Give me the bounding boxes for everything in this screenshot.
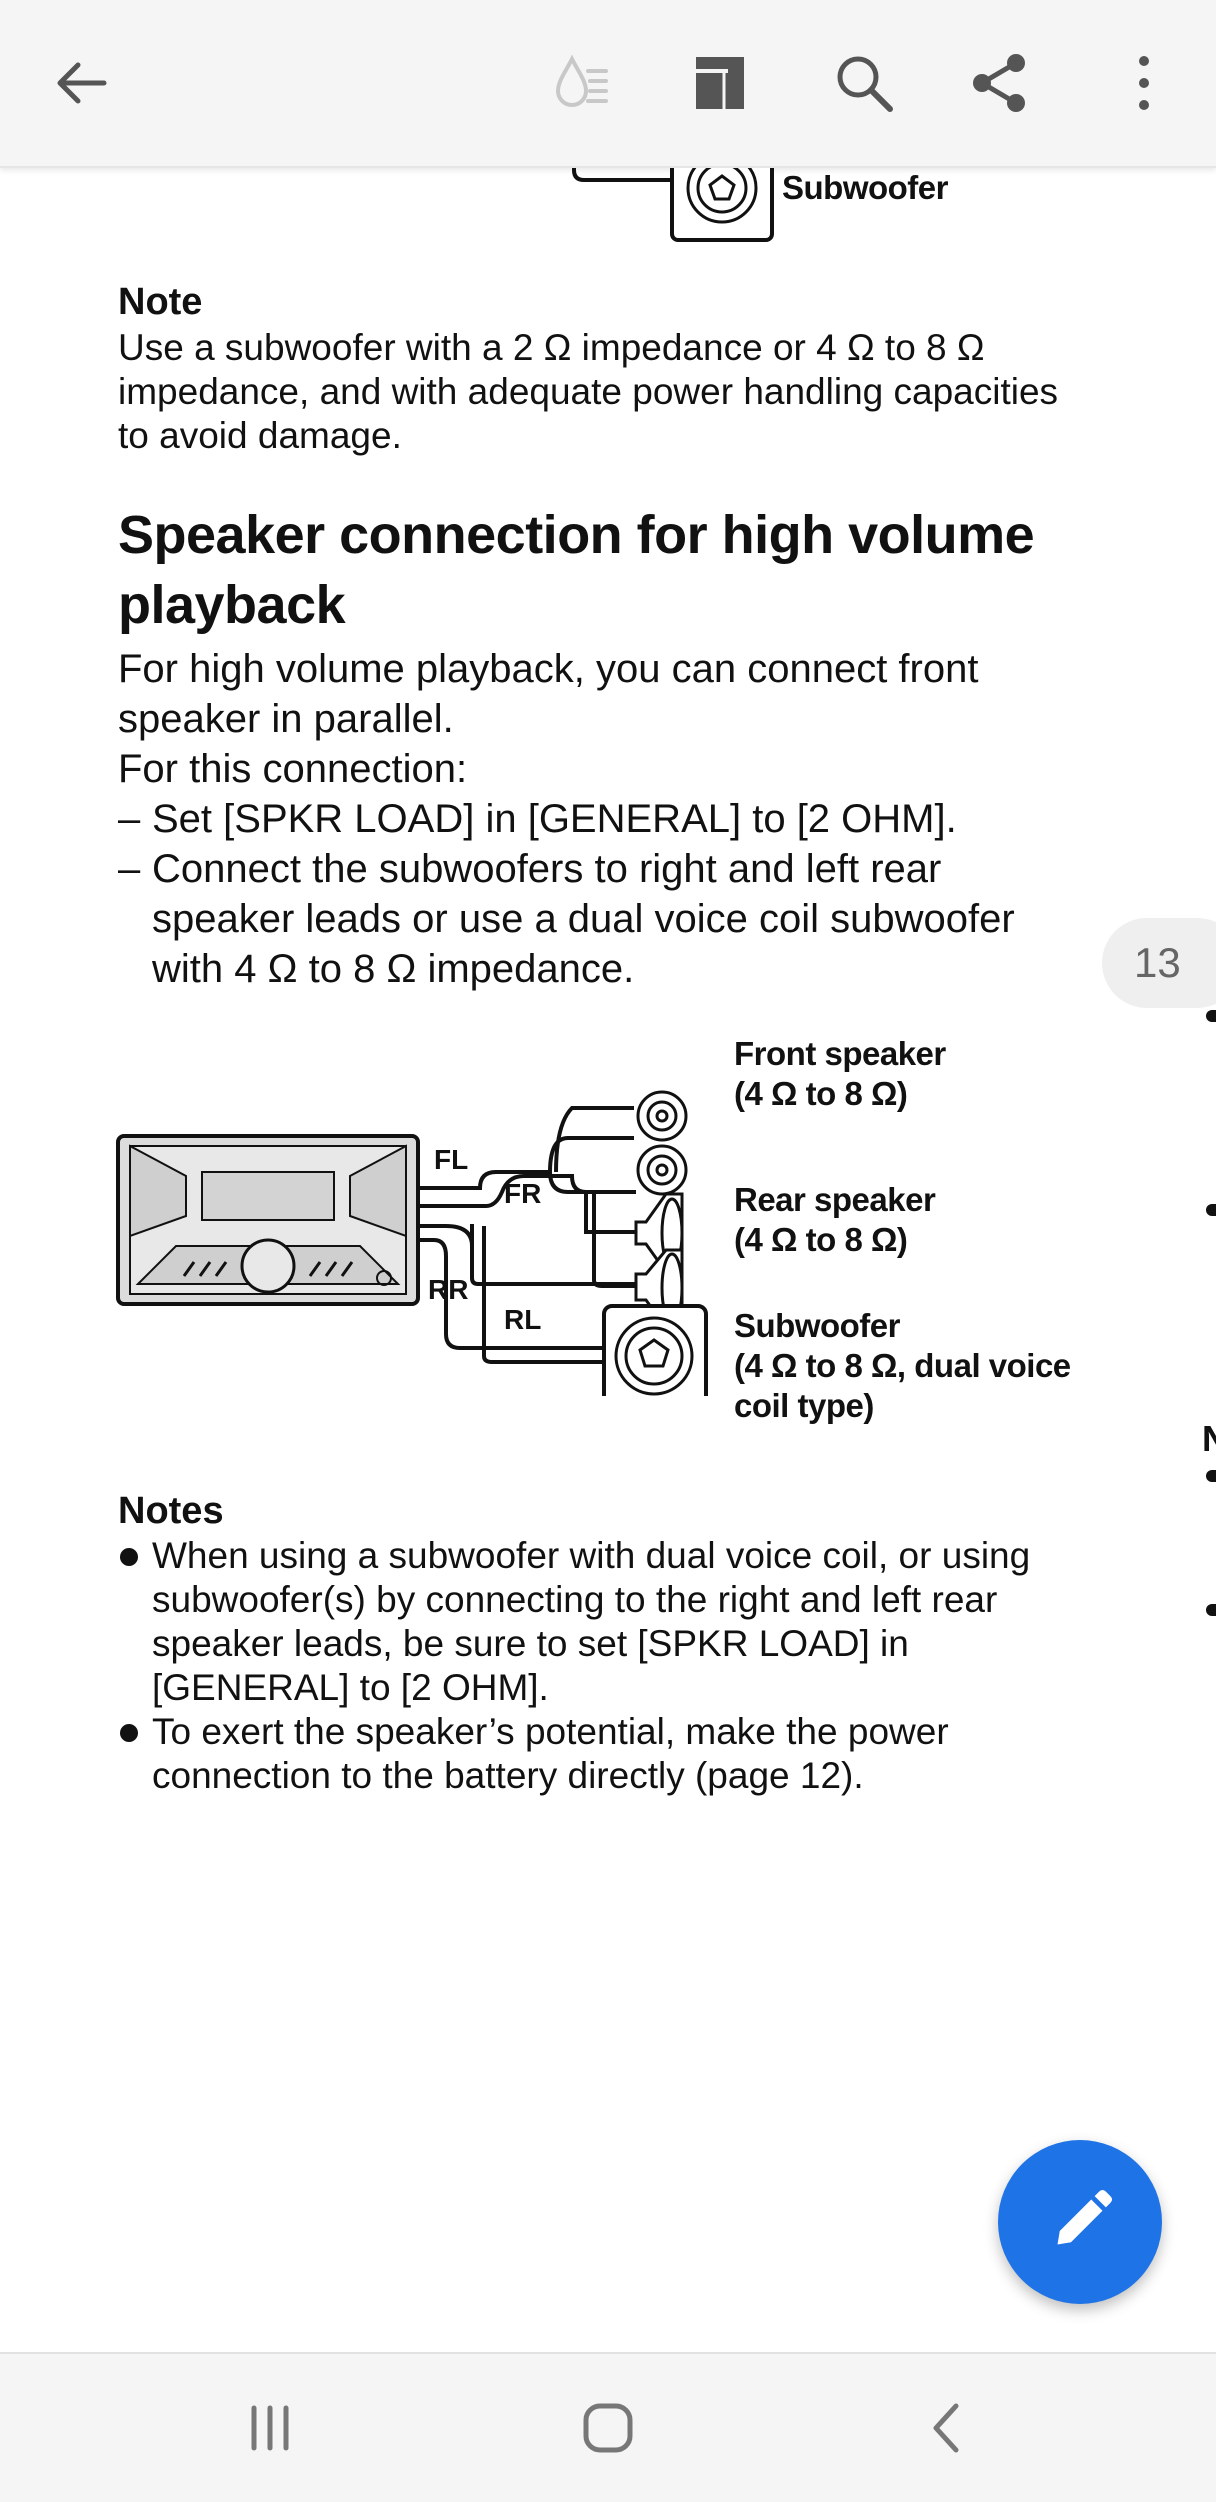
system-navigation-bar bbox=[0, 2352, 1216, 2502]
home-icon bbox=[583, 2403, 633, 2453]
note-item-text: To exert the speaker’s potential, make t… bbox=[152, 1711, 949, 1796]
wire-label-rr: RR bbox=[428, 1274, 469, 1305]
arrow-left-icon bbox=[57, 62, 107, 104]
reading-mode-icon bbox=[555, 54, 608, 107]
note-text: Use a subwoofer with a 2 Ω impedance or … bbox=[118, 327, 1059, 456]
next-page-bullet bbox=[1206, 1010, 1216, 1022]
note-heading: Note bbox=[118, 281, 203, 323]
edit-fab-button[interactable] bbox=[998, 2140, 1162, 2304]
back-chevron-icon bbox=[933, 2403, 959, 2453]
more-options-button[interactable] bbox=[1094, 33, 1194, 133]
dash-marker: – bbox=[118, 797, 141, 841]
wire-label-fl: FL bbox=[434, 1144, 469, 1175]
note-item-text: When using a subwoofer with dual voice c… bbox=[152, 1535, 1031, 1708]
subwoofer-diagram-top bbox=[572, 168, 774, 242]
rear-speaker-label-line1: Rear speaker bbox=[734, 1181, 936, 1218]
search-button[interactable] bbox=[814, 33, 914, 133]
recent-apps-button[interactable] bbox=[210, 2368, 330, 2488]
next-page-bullet bbox=[1206, 1470, 1216, 1482]
home-button[interactable] bbox=[548, 2368, 668, 2488]
next-page-bullet bbox=[1206, 1604, 1216, 1616]
next-page-bullet bbox=[1206, 1204, 1216, 1216]
subwoofer-label-line2: (4 Ω to 8 Ω, dual voice bbox=[734, 1347, 1071, 1384]
search-icon bbox=[837, 56, 893, 112]
section-title: Speaker connection for high volume playb… bbox=[118, 505, 1035, 635]
paragraph-1: For high volume playback, you can connec… bbox=[118, 647, 979, 741]
wiring-diagram bbox=[116, 1090, 708, 1396]
subwoofer-label-line3: coil type) bbox=[734, 1387, 874, 1424]
page-number-indicator[interactable]: 13 bbox=[1102, 918, 1216, 1008]
back-button[interactable] bbox=[32, 33, 132, 133]
share-icon bbox=[973, 54, 1025, 112]
dash-item-text: Connect the subwoofers to right and left… bbox=[152, 847, 1015, 991]
top-app-bar bbox=[0, 0, 1216, 168]
more-vert-icon bbox=[1139, 56, 1149, 110]
bullet-dot bbox=[120, 1548, 138, 1566]
front-speaker-label-line1: Front speaker bbox=[734, 1035, 946, 1072]
system-back-button[interactable] bbox=[888, 2368, 1008, 2488]
pencil-icon bbox=[1057, 2189, 1113, 2245]
reading-mode-button[interactable] bbox=[530, 33, 630, 133]
notes-heading: Notes bbox=[118, 1490, 224, 1532]
next-page-peek-letter: N bbox=[1202, 1418, 1216, 1459]
recent-apps-icon bbox=[251, 2405, 289, 2451]
document-page[interactable]: Subwoofer Note Use a subwoofer with a 2 … bbox=[0, 168, 1216, 2348]
bookmark-button[interactable] bbox=[670, 33, 770, 133]
rear-speaker-label-line2: (4 Ω to 8 Ω) bbox=[734, 1221, 908, 1258]
wire-label-rl: RL bbox=[504, 1304, 542, 1335]
share-button[interactable] bbox=[950, 33, 1050, 133]
top-subwoofer-label: Subwoofer bbox=[782, 169, 949, 206]
paragraph-2: For this connection: bbox=[118, 747, 468, 791]
front-speaker-label: Front speaker (4 Ω to 8 Ω) bbox=[734, 1034, 946, 1114]
subwoofer-label-line1: Subwoofer bbox=[734, 1307, 900, 1344]
subwoofer-label: Subwoofer (4 Ω to 8 Ω, dual voice coil t… bbox=[734, 1306, 1071, 1426]
head-unit-illustration bbox=[116, 1134, 420, 1306]
rear-speaker-label: Rear speaker (4 Ω to 8 Ω) bbox=[734, 1180, 936, 1260]
dash-item-text: Set [SPKR LOAD] in [GENERAL] to [2 OHM]. bbox=[152, 797, 957, 841]
dash-marker: – bbox=[118, 847, 141, 891]
bookmark-icon bbox=[696, 57, 744, 109]
front-speaker-label-line2: (4 Ω to 8 Ω) bbox=[734, 1075, 908, 1112]
wire-label-fr: FR bbox=[504, 1178, 542, 1209]
bullet-dot bbox=[120, 1724, 138, 1742]
